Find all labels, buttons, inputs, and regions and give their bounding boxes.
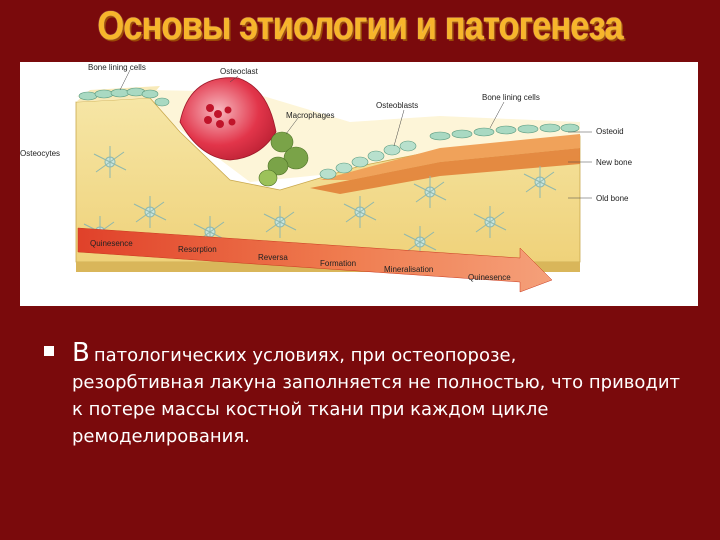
phase-label: Reversa — [258, 253, 288, 262]
bone-lining-cells-right — [429, 123, 580, 141]
label-old-bone: Old bone — [596, 194, 629, 203]
paragraph-rest: резорбтивная лакуна заполняется не полно… — [72, 372, 681, 447]
label-osteoclast: Osteoclast — [220, 67, 259, 76]
label-bone-lining-cells-left: Bone lining cells — [88, 63, 146, 72]
phase-label: Resorption — [178, 245, 217, 254]
label-bone-lining-cells-right: Bone lining cells — [482, 93, 540, 102]
osteoclast-cell — [179, 77, 277, 161]
label-osteoid: Osteoid — [596, 127, 624, 136]
osteoblasts-cells — [319, 140, 417, 180]
first-line-text: патологических условиях, при остеопорозе… — [93, 345, 517, 366]
phase-label: Quinesence — [468, 273, 511, 282]
bone-lining-cells-left — [78, 87, 170, 107]
bullet-marker — [44, 346, 54, 356]
phase-label: Mineralisation — [384, 265, 433, 274]
lead-letter: В — [72, 338, 90, 368]
label-osteoblasts: Osteoblasts — [376, 101, 418, 110]
label-macrophages: Macrophages — [286, 111, 334, 120]
label-osteocytes: Osteocytes — [20, 149, 60, 158]
phase-label: Quinesence — [90, 239, 133, 248]
phase-label: Formation — [320, 259, 356, 268]
label-new-bone: New bone — [596, 158, 633, 167]
bone-remodeling-illustration: Bone lining cells Osteoclast Macrophages… — [20, 63, 633, 293]
slide-title: Основы этиологии и патогенеза — [97, 4, 623, 48]
bone-remodeling-diagram: Bone lining cells Osteoclast Macrophages… — [20, 62, 698, 306]
remodeling-cycle-arrow — [77, 227, 553, 293]
macrophages-cells — [258, 131, 309, 187]
